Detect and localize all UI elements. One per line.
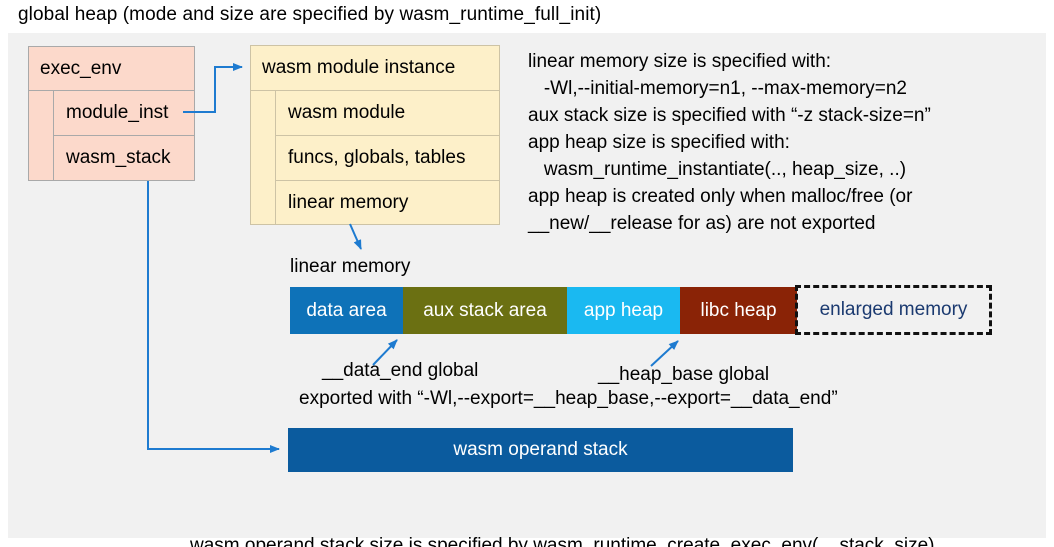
note-line: wasm_runtime_instantiate(.., heap_size, … — [528, 159, 907, 180]
exec-env-header: exec_env — [29, 47, 194, 91]
module-instance-row-funcs-globals-tables: funcs, globals, tables — [276, 136, 499, 181]
module-instance-row-wasm-module: wasm module — [276, 91, 499, 136]
linear-memory-label: linear memory — [290, 256, 411, 277]
wasm-module-instance-header: wasm module instance — [251, 46, 499, 91]
note-line: aux stack size is specified with “-z sta… — [528, 105, 931, 126]
exec-env-row-wasm-stack: wasm_stack — [66, 147, 171, 168]
wasm-module-instance-body: wasm module funcs, globals, tables linea… — [251, 91, 499, 225]
exec-env-gutter — [29, 91, 54, 180]
exec-env-box: exec_env module_inst wasm_stack — [28, 46, 195, 181]
segment-libc-heap: libc heap — [680, 287, 797, 334]
diagram-title: global heap (mode and size are specified… — [18, 4, 602, 25]
note-line: -Wl,--initial-memory=n1, --max-memory=n2 — [528, 78, 907, 99]
note-line: app heap is created only when malloc/fre… — [528, 186, 913, 207]
segment-app-heap: app heap — [567, 287, 680, 334]
module-instance-row-linear-memory: linear memory — [288, 192, 409, 213]
segment-data-area: data area — [290, 287, 403, 334]
wasm-module-instance-gutter — [251, 91, 276, 225]
note-line: __new/__release for as) are not exported — [528, 213, 876, 234]
heap-base-global-label: __heap_base global — [598, 364, 770, 385]
note-line: app heap size is specified with: — [528, 132, 790, 153]
exec-env-body: module_inst wasm_stack — [29, 91, 194, 180]
linear-memory-bar: data area aux stack area app heap libc h… — [290, 287, 797, 334]
wasm-operand-stack-bar: wasm operand stack — [288, 428, 793, 472]
memory-size-notes: linear memory size is specified with: -W… — [528, 48, 931, 237]
note-line: wasm operand stack size is specified by … — [190, 535, 935, 547]
segment-aux-stack-area: aux stack area — [403, 287, 567, 334]
data-end-global-label: __data_end global — [322, 360, 479, 381]
note-line: linear memory size is specified with: — [528, 51, 832, 72]
operand-stack-notes: wasm operand stack size is specified by … — [190, 481, 935, 547]
exec-env-row-module-inst: module_inst — [54, 91, 194, 136]
exported-with-label: exported with “-Wl,--export=__heap_base,… — [299, 388, 838, 409]
wasm-module-instance-box: wasm module instance wasm module funcs, … — [250, 45, 500, 225]
segment-enlarged-memory: enlarged memory — [795, 285, 992, 335]
